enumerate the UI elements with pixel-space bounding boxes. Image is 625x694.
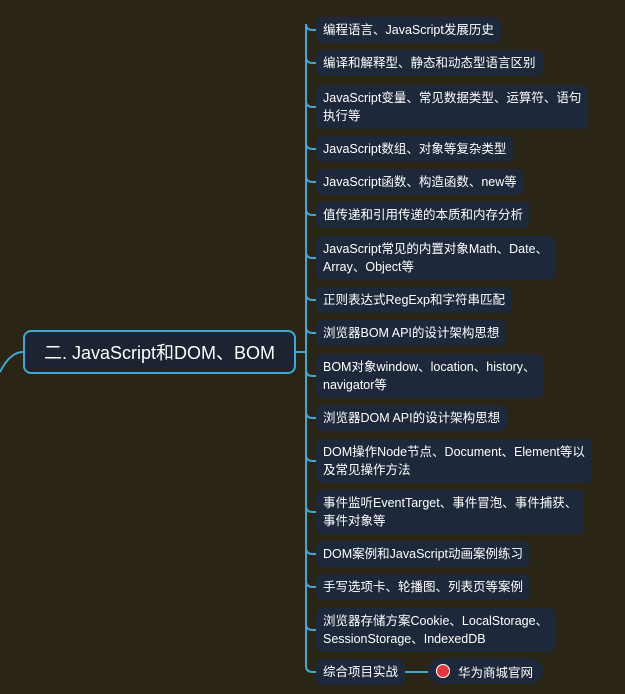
subtopic-node[interactable]: JavaScript变量、常见数据类型、运算符、语句执行等: [316, 85, 589, 129]
subtopic-node[interactable]: 浏览器DOM API的设计架构思想: [316, 405, 508, 431]
branch-connector: [305, 326, 316, 334]
branch-connector: [305, 208, 316, 216]
subtopic-label: DOM案例和JavaScript动画案例练习: [323, 547, 524, 561]
subtopic-label: 正则表达式RegExp和字符串匹配: [323, 293, 505, 307]
branch-connector: [305, 547, 316, 555]
branch-connector: [305, 505, 316, 513]
branch-connector: [305, 411, 316, 419]
huawei-mall-link[interactable]: 华为商城官网: [428, 658, 544, 684]
subtopic-label: 值传递和引用传递的本质和内存分析: [323, 208, 524, 222]
branch-connector: [305, 56, 316, 64]
subtopic-node[interactable]: JavaScript数组、对象等复杂类型: [316, 136, 514, 162]
parent-connector: [0, 351, 24, 373]
subtopic-label: JavaScript函数、构造函数、new等: [323, 175, 517, 189]
subtopic-node[interactable]: 正则表达式RegExp和字符串匹配: [316, 287, 512, 313]
branch-connector: [305, 665, 316, 673]
huawei-mall-label: 华为商城官网: [458, 665, 534, 680]
subtopic-node[interactable]: 综合项目实战: [316, 659, 406, 685]
subtopic-label: 事件对象等: [323, 514, 386, 528]
subtopic-node[interactable]: JavaScript常见的内置对象Math、Date、 Array、Object等: [316, 236, 556, 280]
branch-connector: [305, 623, 316, 631]
subtopic-node[interactable]: JavaScript函数、构造函数、new等: [316, 169, 524, 195]
subtopic-label: 事件监听EventTarget、事件冒泡、事件捕获、: [323, 496, 578, 510]
subtopic-node[interactable]: 浏览器BOM API的设计架构思想: [316, 320, 507, 346]
subtopic-node[interactable]: BOM对象window、location、history、 navigator等: [316, 354, 543, 398]
branch-connector: [305, 454, 316, 462]
subtopic-node[interactable]: 编程语言、JavaScript发展历史: [316, 17, 501, 43]
branch-connector: [305, 23, 316, 31]
subtopic-label: 及常见操作方法: [323, 463, 411, 477]
subtopic-label: 浏览器BOM API的设计架构思想: [323, 326, 500, 340]
root-topic-label: 二. JavaScript和DOM、BOM: [43, 343, 276, 363]
branch-connector: [305, 142, 316, 150]
subtopic-label: JavaScript数组、对象等复杂类型: [323, 142, 507, 156]
root-topic[interactable]: 二. JavaScript和DOM、BOM: [23, 330, 296, 374]
subtopic-label: 执行等: [323, 109, 361, 123]
branch-connector: [305, 100, 316, 108]
subtopic-label: JavaScript变量、常见数据类型、运算符、语句: [323, 91, 582, 105]
subtopic-node[interactable]: 手写选项卡、轮播图、列表页等案例: [316, 574, 531, 600]
subtopic-label: 浏览器存储方案Cookie、LocalStorage、: [323, 614, 549, 628]
subtopic-label: SessionStorage、IndexedDB: [323, 632, 486, 646]
subtopic-label: 手写选项卡、轮播图、列表页等案例: [323, 580, 524, 594]
subtopic-label: JavaScript常见的内置对象Math、Date、: [323, 242, 549, 256]
branch-connector: [305, 580, 316, 588]
subtopic-node[interactable]: 事件监听EventTarget、事件冒泡、事件捕获、事件对象等: [316, 490, 585, 534]
subtopic-label: navigator等: [323, 378, 387, 392]
subtopic-label: DOM操作Node节点、Document、Element等以: [323, 445, 585, 459]
branch-connector: [305, 175, 316, 183]
subtopic-label: 编译和解释型、静态和动态型语言区别: [323, 56, 536, 70]
branch-connector: [305, 251, 316, 259]
branch-connector: [305, 293, 316, 301]
subtopic-node[interactable]: 值传递和引用传递的本质和内存分析: [316, 202, 531, 228]
subtopic-label: 浏览器DOM API的设计架构思想: [323, 411, 501, 425]
subtopic-label: Array、Object等: [323, 260, 414, 274]
subtopic-node[interactable]: 浏览器存储方案Cookie、LocalStorage、 SessionStorag…: [316, 608, 556, 652]
subtopic-node[interactable]: 编译和解释型、静态和动态型语言区别: [316, 50, 543, 76]
subtopic-label: BOM对象window、location、history、: [323, 360, 536, 374]
branch-connector: [305, 369, 316, 377]
huawei-logo-icon: [436, 664, 450, 678]
subtopic-label: 综合项目实战: [323, 665, 399, 679]
subtopic-node[interactable]: DOM案例和JavaScript动画案例练习: [316, 541, 531, 567]
subtopic-node[interactable]: DOM操作Node节点、Document、Element等以及常见操作方法: [316, 439, 592, 483]
subtopic-label: 编程语言、JavaScript发展历史: [323, 23, 494, 37]
